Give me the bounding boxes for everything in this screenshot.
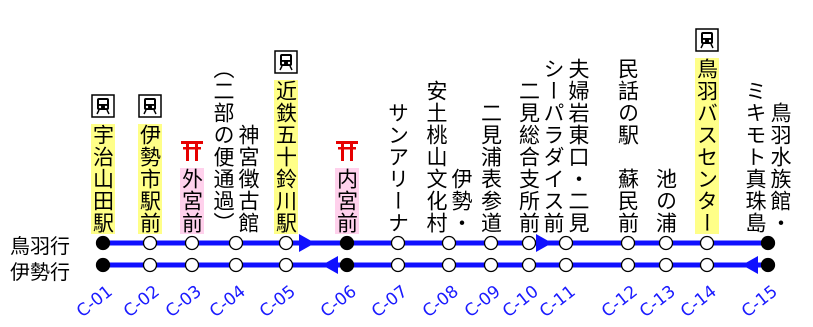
- station-dot: [441, 235, 457, 251]
- station-name: 伊勢・: [449, 168, 473, 234]
- station-dot: [699, 235, 715, 251]
- station-name: 二見総合支所前: [516, 80, 541, 234]
- station-name: 池の浦: [653, 168, 678, 234]
- station-dot: [441, 257, 457, 273]
- station-dot: [620, 257, 636, 273]
- station-name: 外宮前: [179, 168, 204, 234]
- station-name: 夫婦岩東口・二見: [566, 58, 590, 234]
- station-name: 二見浦表参道: [478, 102, 503, 234]
- station-name: シーパラダイス前: [541, 58, 565, 234]
- station-name: ミキモト真珠島: [743, 80, 767, 234]
- train-icon: [695, 28, 719, 52]
- train-icon: [138, 94, 162, 118]
- station-name: 近鉄五十鈴川駅: [273, 80, 298, 234]
- station-dot: [278, 235, 294, 251]
- station-dot: [483, 235, 499, 251]
- station-name: 安土桃山文化村: [424, 80, 448, 234]
- station-dot: [184, 257, 200, 273]
- station-dot: [483, 257, 499, 273]
- station-dot: [142, 257, 158, 273]
- train-icon: [91, 94, 115, 118]
- arrow-right-icon: [536, 234, 552, 252]
- station-dot: [184, 235, 200, 251]
- station-name: 内宮前: [334, 168, 359, 234]
- station-dot: [760, 257, 776, 273]
- station-name: （二部の便通過）: [211, 58, 235, 234]
- station-dot: [521, 235, 537, 251]
- direction-label-toba: 鳥羽行: [10, 234, 70, 258]
- station-dot: [339, 235, 355, 251]
- station-dot: [558, 257, 574, 273]
- station-dot: [558, 235, 574, 251]
- station-name: 宇治山田駅: [90, 124, 115, 234]
- station-name: 鳥羽バスセンター: [694, 58, 719, 234]
- station-dot: [658, 235, 674, 251]
- station-dot: [658, 257, 674, 273]
- station-name: 神宮徴古館: [236, 124, 260, 234]
- station-dot: [142, 235, 158, 251]
- station-name: サンアリーナ: [385, 102, 410, 234]
- station-dot: [699, 257, 715, 273]
- direction-label-ise: 伊勢行: [10, 260, 70, 284]
- arrow-right-icon: [299, 234, 315, 252]
- station-dot: [760, 235, 776, 251]
- station-dot: [620, 235, 636, 251]
- station-dot: [339, 257, 355, 273]
- station-dot: [390, 257, 406, 273]
- arrow-left-icon: [742, 256, 758, 274]
- station-dot: [390, 235, 406, 251]
- station-dot: [95, 235, 111, 251]
- train-icon: [274, 50, 298, 74]
- station-dot: [521, 257, 537, 273]
- torii-icon: [336, 141, 358, 161]
- arrow-left-icon: [322, 256, 338, 274]
- station-dot: [278, 257, 294, 273]
- station-dot: [228, 235, 244, 251]
- torii-icon: [181, 141, 203, 161]
- station-name: 鳥羽水族館・: [768, 102, 792, 234]
- station-dot: [228, 257, 244, 273]
- station-dot: [95, 257, 111, 273]
- station-name: 伊勢市駅前: [137, 124, 162, 234]
- station-name: 民話の駅 蘇民前: [615, 58, 640, 234]
